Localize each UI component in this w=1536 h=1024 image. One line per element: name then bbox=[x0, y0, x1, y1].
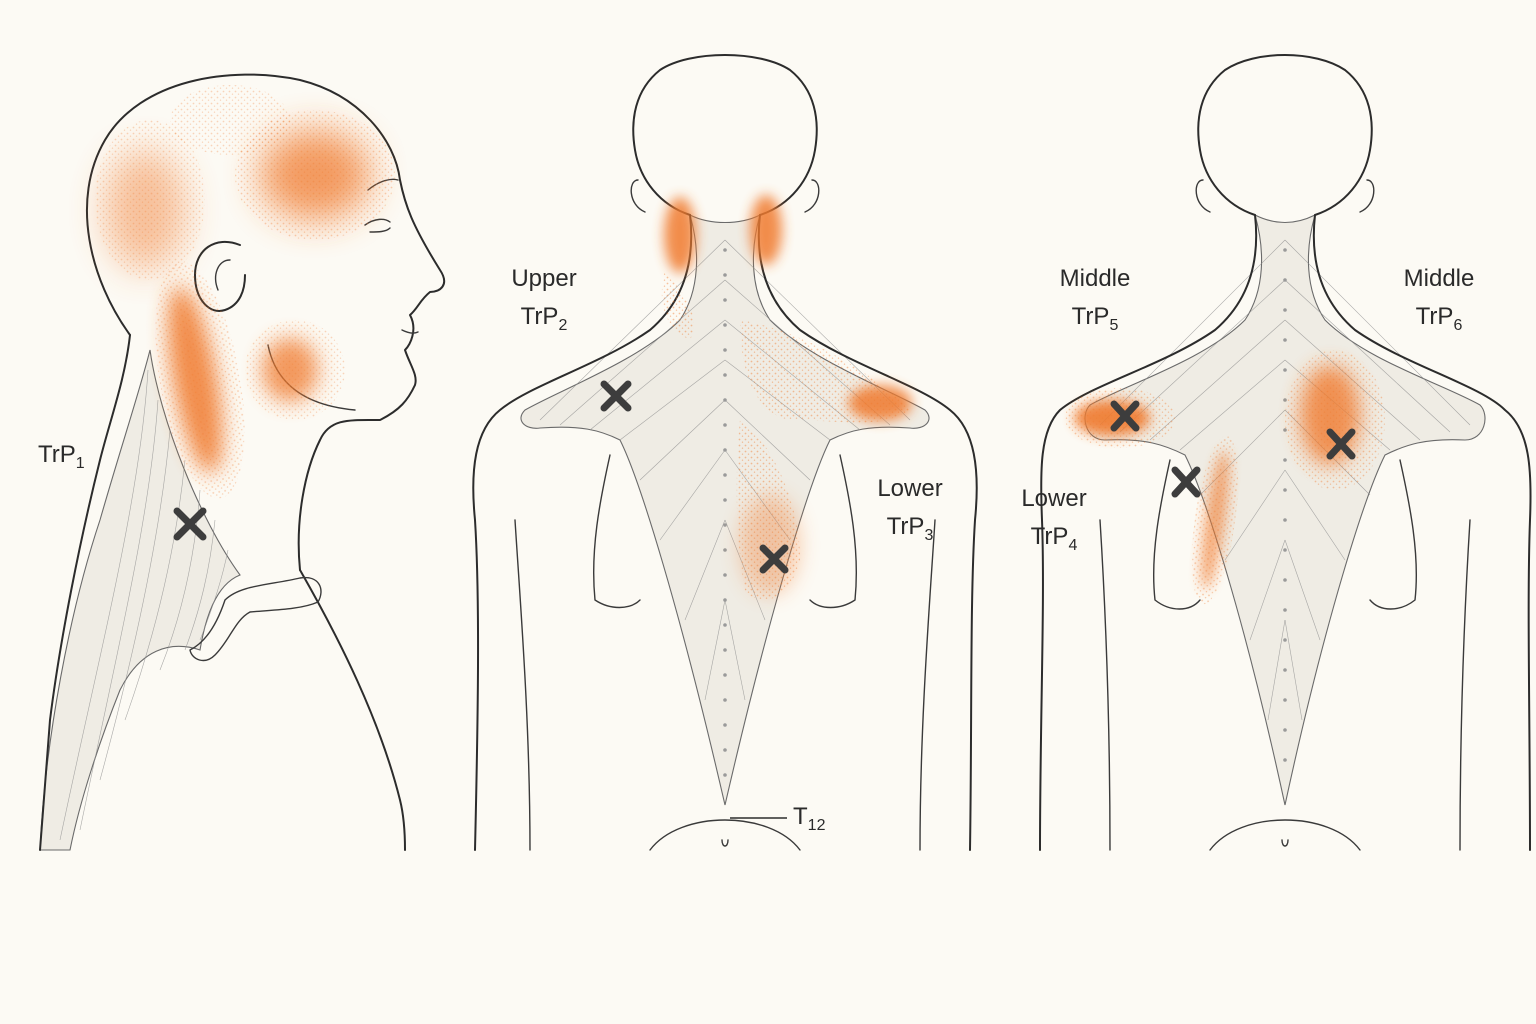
label-trp1-sub: 1 bbox=[75, 455, 85, 472]
back-view-figure-center bbox=[472, 54, 978, 851]
label-trp5-sub: 5 bbox=[1109, 317, 1119, 334]
side-trapezius-muscle bbox=[39, 349, 241, 851]
label-trp6-sub: 6 bbox=[1453, 317, 1463, 334]
label-t12: T12 bbox=[793, 798, 825, 845]
right-right-scapula bbox=[1369, 459, 1418, 610]
side-muscle-fibers bbox=[59, 369, 229, 841]
back-view-figure-right bbox=[1039, 54, 1532, 851]
trp6-x-mark-icon bbox=[1326, 428, 1356, 460]
label-trp1: TrP1 bbox=[38, 436, 85, 483]
label-trp4-region: Lower bbox=[1021, 485, 1087, 512]
side-clavicle bbox=[189, 576, 322, 662]
label-trp4: Lower TrP4 bbox=[1002, 480, 1106, 565]
center-torso-outline-right bbox=[757, 214, 978, 851]
center-pain-zones bbox=[661, 195, 912, 600]
label-trp3-base: TrP bbox=[886, 513, 925, 540]
side-chest-outline bbox=[299, 569, 406, 851]
side-ear-inner bbox=[214, 259, 231, 291]
center-head-outline bbox=[632, 54, 818, 216]
trp3-x-mark-icon bbox=[759, 544, 789, 574]
center-left-arm bbox=[514, 519, 531, 851]
label-trp5: Middle TrP5 bbox=[1040, 260, 1150, 345]
center-spine bbox=[723, 248, 727, 777]
center-left-ear bbox=[630, 179, 646, 213]
trp2-x-mark-icon bbox=[600, 380, 632, 412]
center-lower-back bbox=[649, 819, 801, 851]
right-torso-outline bbox=[1039, 214, 1258, 851]
label-trp3: Lower TrP3 bbox=[858, 470, 962, 555]
side-pain-zones bbox=[95, 85, 395, 499]
right-head-outline bbox=[1197, 54, 1373, 216]
label-trp2-base: TrP bbox=[520, 303, 559, 330]
label-trp2-region: Upper bbox=[511, 265, 577, 292]
label-trp3-sub: 3 bbox=[924, 527, 934, 544]
label-trp6-region: Middle bbox=[1403, 265, 1475, 292]
label-trp6-base: TrP bbox=[1415, 303, 1454, 330]
label-trp4-base: TrP bbox=[1030, 523, 1069, 550]
label-trp4-sub: 4 bbox=[1068, 537, 1078, 554]
right-spine bbox=[1283, 248, 1287, 762]
center-left-scapula bbox=[593, 454, 641, 609]
right-right-ear bbox=[1359, 179, 1375, 213]
label-t12-sub: 12 bbox=[807, 817, 826, 834]
center-right-ear bbox=[804, 179, 820, 213]
center-sacrum-mark bbox=[721, 839, 729, 847]
side-mouth bbox=[401, 329, 419, 334]
right-right-arm bbox=[1459, 519, 1471, 851]
label-trp1-base: TrP bbox=[38, 441, 76, 468]
label-trp2: Upper TrP2 bbox=[492, 260, 596, 345]
trp1-x-mark-icon bbox=[173, 507, 207, 541]
right-lower-back bbox=[1209, 819, 1361, 851]
side-back-outline bbox=[39, 334, 131, 851]
right-left-arm bbox=[1099, 519, 1111, 851]
center-right-arm bbox=[919, 519, 936, 851]
side-profile-figure bbox=[39, 73, 446, 851]
label-trp3-region: Lower bbox=[877, 475, 943, 502]
label-trp5-region: Middle bbox=[1059, 265, 1131, 292]
side-head-outline bbox=[86, 73, 446, 571]
label-t12-base: T bbox=[793, 803, 808, 830]
right-torso-outline-right bbox=[1312, 214, 1532, 851]
right-pain-zones bbox=[1065, 350, 1385, 605]
right-sacrum-mark bbox=[1281, 839, 1289, 847]
trp4-x-mark-icon bbox=[1171, 466, 1201, 498]
label-trp2-sub: 2 bbox=[558, 317, 568, 334]
right-left-ear bbox=[1195, 179, 1211, 213]
right-left-scapula bbox=[1152, 459, 1201, 610]
label-trp5-base: TrP bbox=[1071, 303, 1110, 330]
trp5-x-mark-icon bbox=[1110, 400, 1140, 432]
label-trp6: Middle TrP6 bbox=[1384, 260, 1494, 345]
center-right-scapula bbox=[809, 454, 857, 609]
